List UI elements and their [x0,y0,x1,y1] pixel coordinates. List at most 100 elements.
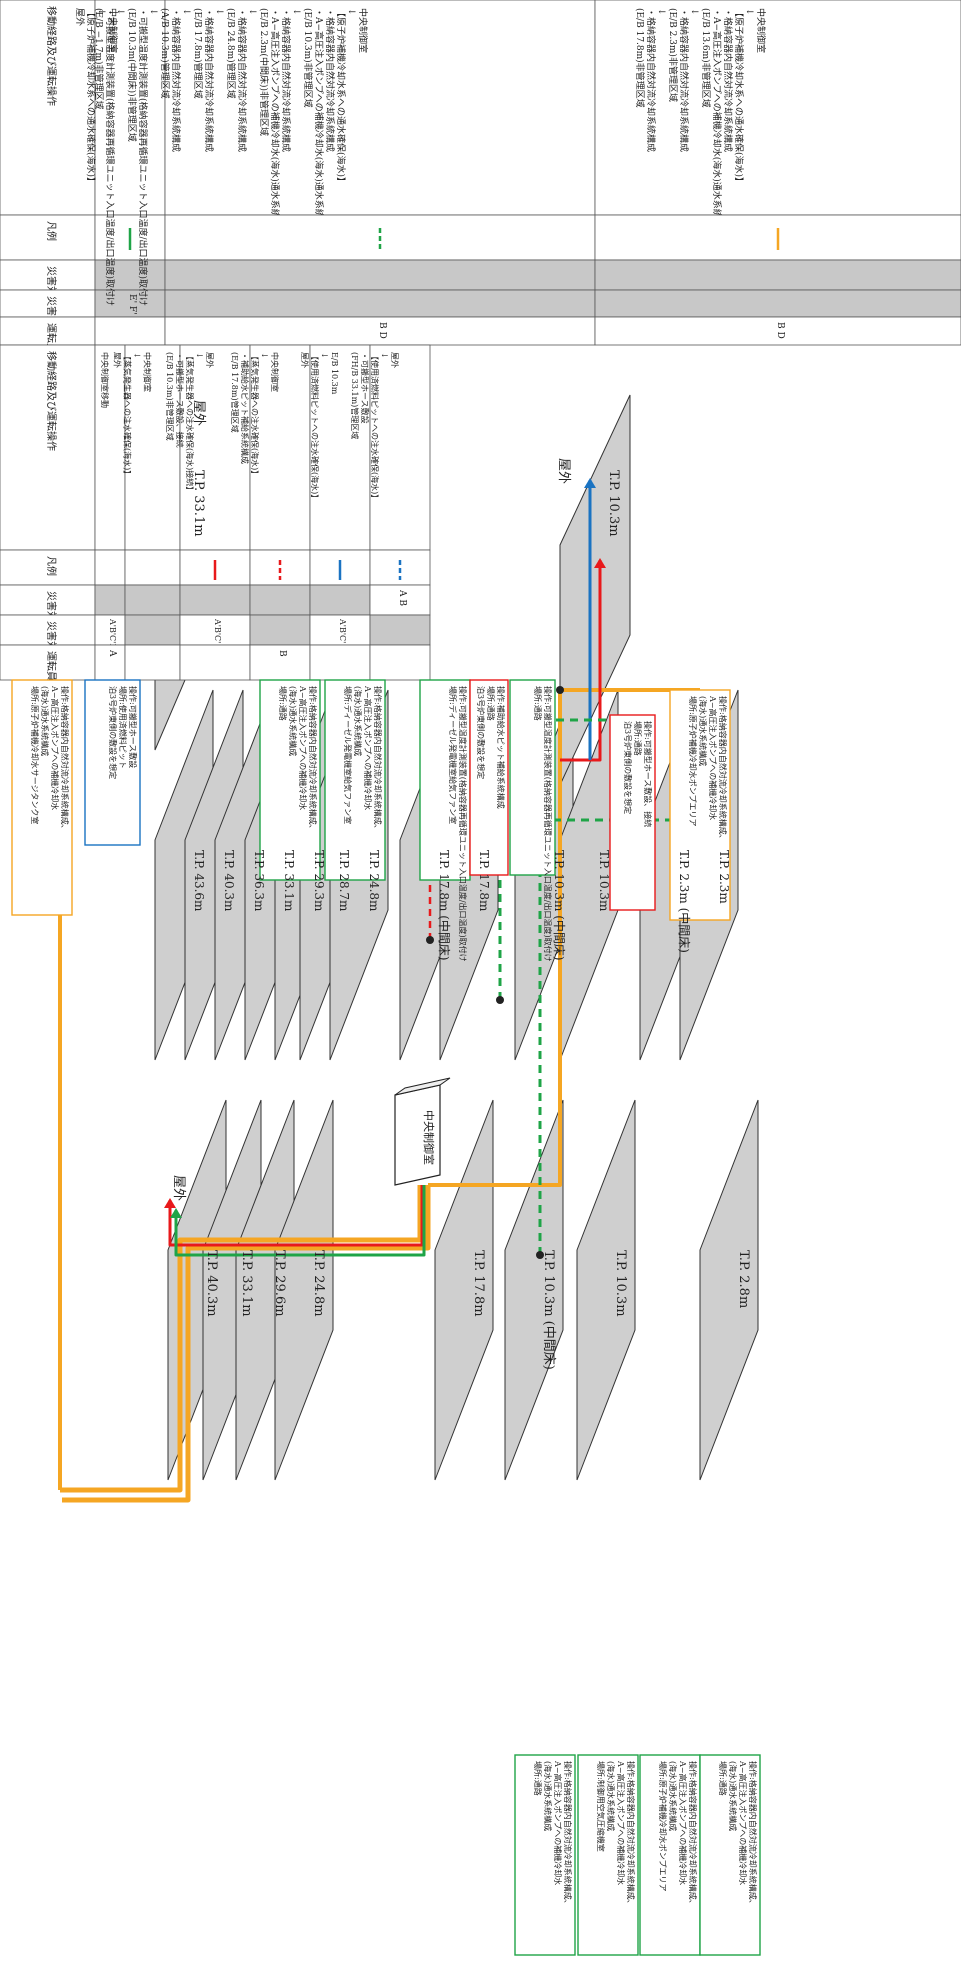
svg-text:T.P. 33.1m: T.P. 33.1m [191,470,206,537]
callout-box-2 [259,679,321,881]
svg-text:凡例: 凡例 [45,556,58,576]
svg-text:(海水)通水系統構成: (海水)通水系統構成 [543,1761,553,1831]
svg-text:T.P. 33.1m: T.P. 33.1m [239,1250,254,1317]
bottom-table-row-0-ops-text: 中央制御室移動 [100,352,110,408]
route-orange-main-1 [60,1185,423,1493]
svg-text:屋外: 屋外 [300,352,310,368]
bottom-table-row-2-ops [179,344,251,551]
floor-label-left-3: T.P. 24.8m [311,1250,326,1317]
svg-text:T.P. 40.3m: T.P. 40.3m [222,850,236,912]
svg-text:↓: ↓ [320,352,329,359]
bottom-table-row-5-support-text: A B [397,589,407,606]
svg-text:↓: ↓ [115,8,125,16]
bottom-table-row-5-support [369,584,431,616]
svg-text:T.P. 17.8m (中間床): T.P. 17.8m (中間床) [437,850,452,961]
svg-text:・補助給水ピット補給系統構成: ・補助給水ピット補給系統構成 [240,352,250,464]
callout-text-3: 操作:格納容器内自然対流冷却系統構成、A−高圧注入ポンプへの補機冷却水(海水)通… [343,685,383,833]
bottom-table-row-4-staff-text: A'B'C' [338,618,347,643]
svg-text:【原子炉補機冷却水系への通水確保(海水)】: 【原子炉補機冷却水系への通水確保(海水)】 [733,8,745,186]
svg-text:操作:格納容器内自然対流冷却系統構成、: 操作:格納容器内自然対流冷却系統構成、 [60,686,70,833]
svg-text:【蒸気発生器への注水確保(海水)】: 【蒸気発生器への注水確保(海水)】 [250,352,260,478]
bottom-table-row-5-ops-text: 屋外↓【使用済燃料ピットへの注水確保(海水)】・可搬型ホース敷設(FH/B 33… [350,352,400,502]
floor-label-mid-0: T.P. 43.6m [192,850,206,912]
svg-text:↓: ↓ [96,8,106,16]
top-table-row-1-staff [164,289,596,318]
floor-plate-left-4 [434,1099,494,1481]
arrow-green-out [170,1208,182,1218]
svg-text:屋外: 屋外 [556,458,571,484]
callout-box-6 [509,679,556,876]
svg-text:・格納容器内自然対流冷却系統構成: ・格納容器内自然対流冷却系統構成 [170,8,182,152]
svg-text:↓: ↓ [744,8,754,16]
arrow-blue-right-out [584,478,596,488]
svg-text:T.P. 33.1m: T.P. 33.1m [282,850,296,912]
top-table-row-2-ops-text: 中央制御室↓【原子炉補機冷却水系への通水確保(海水)】・格納容器内自然対流冷却系… [634,8,767,236]
valve-marker-2 [556,686,564,694]
floor-label-left-2: T.P. 29.6m [272,1250,287,1317]
svg-text:(E/B 24.8m)管理区域: (E/B 24.8m)管理区域 [225,8,237,99]
svg-text:A−高圧注入ポンプへの補機冷却水: A−高圧注入ポンプへの補機冷却水 [678,1760,688,1885]
svg-text:T.P. 2.3m: T.P. 2.3m [717,850,731,904]
svg-text:・A−高圧注入ポンプへの補機冷却水(海水)通水系統構成: ・A−高圧注入ポンプへの補機冷却水(海水)通水系統構成 [711,8,723,236]
top-table-row-2-staff [594,289,961,318]
floor-label-fhb: T.P. 33.1m [191,470,206,537]
top-table-header-cell-support [0,259,96,291]
central-room-label: 中央制御室 [422,1110,436,1165]
svg-text:A'B'C': A'B'C' [338,618,347,643]
bottom-table-row-0-support [94,584,126,616]
svg-text:操作:格納容器内自然対流冷却系統構成、: 操作:格納容器内自然対流冷却系統構成、 [563,1761,573,1908]
svg-text:場所:使用済燃料ピット: 場所:使用済燃料ピット [118,686,128,769]
svg-text:泊3号炉東側の敷設を想定: 泊3号炉東側の敷設を想定 [476,686,486,779]
svg-text:場所:通路: 場所:通路 [533,1761,543,1796]
bottom-table-row-2-operator [179,644,251,681]
top-table-header-cell-ops [0,0,96,216]
svg-text:【蒸気発生器への注水確保(海水)】: 【蒸気発生器への注水確保(海水)】 [123,352,133,478]
floor-label-mid-12: T.P. 2.3m [717,850,731,904]
svg-text:場所:通路: 場所:通路 [486,686,496,721]
svg-text:移動経路及び運転操作: 移動経路及び運転操作 [45,351,58,451]
floor-plate-left-7 [699,1099,759,1481]
bottom-table-row-3-ops [249,344,311,551]
bottom-table-header-cell-ops [0,344,96,551]
svg-text:T.P. 36.3m: T.P. 36.3m [252,850,266,912]
floor-label-left-6: T.P. 10.3m [613,1250,628,1317]
svg-text:A−高圧注入ポンプへの補機冷却水: A−高圧注入ポンプへの補機冷却水 [616,1760,626,1885]
svg-text:T.P. 28.7m: T.P. 28.7m [337,850,351,912]
bottom-table-header-cell-operator [0,644,96,681]
arrow-red-right-out [594,558,606,568]
svg-text:T.P. 10.3m (中間床): T.P. 10.3m (中間床) [552,850,567,961]
svg-text:【原子炉補機冷却水系への通水確保(海水)】: 【原子炉補機冷却水系への通水確保(海水)】 [85,8,97,186]
svg-text:・格納容器内自然対流冷却系統構成: ・格納容器内自然対流冷却系統構成 [722,8,734,152]
svg-text:B D: B D [775,322,785,339]
svg-text:操作:格納容器内自然対流冷却系統構成、: 操作:格納容器内自然対流冷却系統構成、 [626,1761,636,1908]
svg-text:B D: B D [377,322,387,339]
svg-text:A−高圧注入ポンプへの補機冷却水: A−高圧注入ポンプへの補機冷却水 [363,685,373,810]
svg-text:(A/B 10.3m)管理区域: (A/B 10.3m)管理区域 [159,8,171,99]
svg-text:T.P. 17.8m: T.P. 17.8m [477,850,491,912]
svg-text:(E/B 2.3m(中間床))非管理区域: (E/B 2.3m(中間床))非管理区域 [258,8,270,136]
svg-text:操作:可搬型ホース敷設: 操作:可搬型ホース敷設 [128,686,138,768]
callout-box-5 [469,679,509,876]
svg-text:・格納容器内自然対流冷却系統構成: ・格納容器内自然対流冷却系統構成 [645,8,657,152]
svg-text:【原子炉補機冷却水系への通水確保(海水)】: 【原子炉補機冷却水系への通水確保(海水)】 [335,8,347,186]
callout-box-8 [669,689,731,921]
svg-text:・格納容器内自然対流冷却系統構成: ・格納容器内自然対流冷却系統構成 [280,8,292,152]
svg-text:(E/B 17.8m)非管理区域: (E/B 17.8m)非管理区域 [634,8,646,108]
svg-text:・格納容器内自然対流冷却系統構成: ・格納容器内自然対流冷却系統構成 [324,8,336,152]
floor-label-mid-7: T.P. 17.8m (中間床) [437,850,452,961]
svg-text:T.P. 43.6m: T.P. 43.6m [192,850,206,912]
bottom-table-row-3-staff [249,614,311,646]
top-table-row-0-operator [94,316,166,346]
svg-text:中央制御室: 中央制御室 [755,8,767,53]
top-table-header-text-legend: 凡例 [45,221,58,241]
svg-text:操作:格納容器内自然対流冷却系統構成、: 操作:格納容器内自然対流冷却系統構成、 [373,686,383,833]
callout-text-4: 操作:可搬型温度計測装置(格納容器再循環ユニット入口温度/出口温度)取付け場所:… [448,686,468,962]
top-table-row-1-ops-text: 中央制御室↓【原子炉補機冷却水系への通水確保(海水)】・格納容器内自然対流冷却系… [93,8,369,306]
svg-text:屋外: 屋外 [390,352,400,368]
svg-text:↓: ↓ [214,8,224,16]
svg-text:(海水)通水系統構成: (海水)通水系統構成 [668,1761,678,1831]
top-table-row-2-support [594,259,961,291]
svg-text:T.P. 29.6m: T.P. 29.6m [272,1250,287,1317]
floor-label-mid-4: T.P. 29.3m [312,850,326,912]
callout-box-0 [11,679,73,916]
